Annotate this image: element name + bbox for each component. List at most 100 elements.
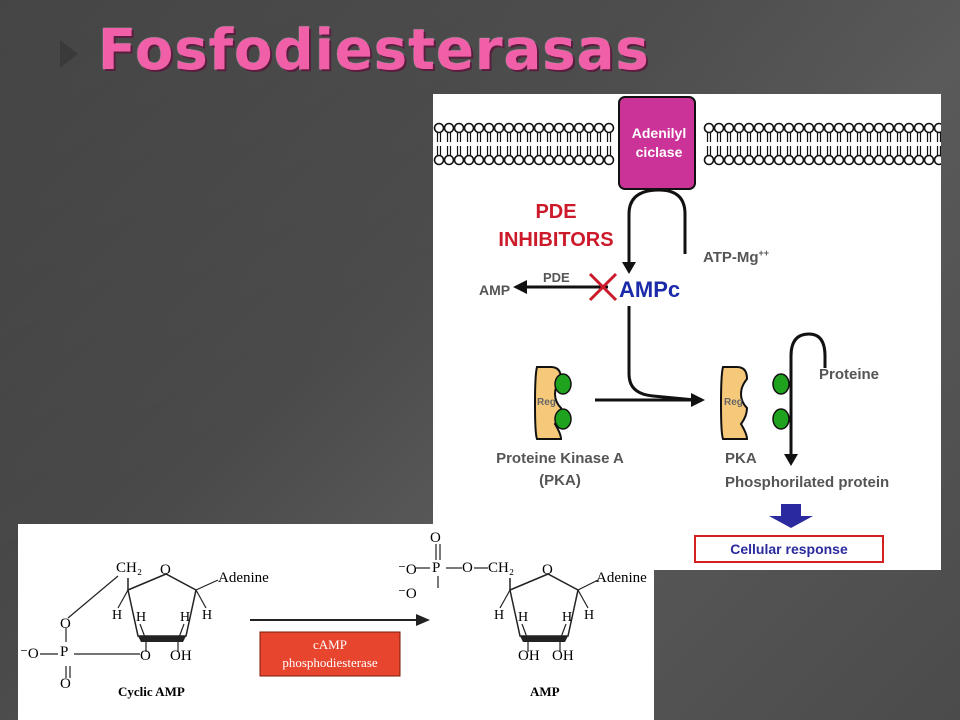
lipid-head [473, 122, 485, 134]
reg-subunit-icon [772, 373, 790, 395]
lipid-head [453, 154, 465, 166]
lipid-head [523, 154, 535, 166]
lipid-head [563, 154, 575, 166]
lipid-head [603, 122, 615, 134]
lipid-head [893, 122, 905, 134]
lipid-head [903, 122, 915, 134]
lipid-head [843, 122, 855, 134]
h-label: H [584, 608, 595, 623]
cyclic-amp-label: Cyclic AMP [118, 684, 185, 699]
h-label: H [112, 608, 123, 623]
ampc-label: AMPc [619, 277, 681, 302]
lipid-head [723, 154, 735, 166]
lipid-head [863, 122, 875, 134]
arrow-head-down [622, 262, 636, 274]
lipid-head [743, 122, 755, 134]
o-minus-left-label: ⁻O [20, 646, 39, 662]
lipid-head [733, 122, 745, 134]
lipid-head [763, 122, 775, 134]
lipid-head [733, 154, 745, 166]
o-minus-label: ⁻O [398, 586, 417, 602]
lipid-head [833, 122, 845, 134]
reaction-diagram: CH₂ O Adenine H H H H O OH O P ⁻O O Cycl… [18, 524, 654, 720]
lipid-head [863, 154, 875, 166]
h-label: H [518, 610, 529, 625]
slide-title: Fosfodiesterasas [98, 18, 650, 83]
o-label: O [430, 530, 441, 546]
reg-subunit-icon [554, 408, 572, 430]
lipid-head [903, 154, 915, 166]
lipid-head [573, 154, 585, 166]
lipid-head [873, 154, 885, 166]
lipid-head [773, 154, 785, 166]
signaling-svg [433, 96, 941, 563]
oh-left-label: OH [170, 648, 192, 664]
lipid-head [783, 122, 795, 134]
lipid-head [603, 154, 615, 166]
cellular-response-label: Cellular response [730, 541, 848, 557]
o-minus-label: ⁻O [398, 562, 417, 578]
lipid-head [823, 122, 835, 134]
h-label: H [202, 608, 213, 623]
h-label: H [180, 610, 191, 625]
lipid-head [703, 122, 715, 134]
lipid-head [463, 154, 475, 166]
adenylyl-cyclase-label: Adenilyl ciclase [631, 125, 687, 160]
lipid-head [433, 122, 445, 134]
lipid-head [503, 154, 515, 166]
ring-o-right-label: O [542, 562, 553, 578]
lipid-head [523, 122, 535, 134]
h-label: H [136, 610, 147, 625]
lipid-head [713, 122, 725, 134]
lipid-head [813, 122, 825, 134]
o-label: O [60, 616, 71, 632]
lipid-head [853, 122, 865, 134]
atp-label: ATP-Mg++ [703, 248, 770, 266]
ampc-to-pka-arrow [627, 306, 696, 402]
lipid-head [583, 154, 595, 166]
pka-right-body [719, 366, 749, 440]
cell-membrane [433, 122, 941, 166]
ch2-right-label: CH₂ [488, 560, 515, 576]
lipid-head [483, 122, 495, 134]
lipid-head [843, 154, 855, 166]
lipid-head [793, 154, 805, 166]
lipid-head [493, 122, 505, 134]
lipid-head [883, 122, 895, 134]
adenine-right-label: Adenine [596, 570, 647, 586]
phosphorilated-protein-label: Phosphorilated protein [725, 474, 890, 491]
lipid-head [443, 154, 455, 166]
lipid-head [723, 122, 735, 134]
ribose-ring-left [127, 573, 197, 637]
lipid-head [773, 122, 785, 134]
arrow-head-down [784, 454, 798, 466]
lipid-head [593, 122, 605, 134]
lipid-head [433, 154, 445, 166]
lipid-head [933, 122, 941, 134]
phosphodiesterase-box [259, 631, 401, 677]
lipid-head [513, 122, 525, 134]
lipid-head [793, 122, 805, 134]
lipid-head [483, 154, 495, 166]
lipid-head [873, 122, 885, 134]
reg-subunit-icon [772, 408, 790, 430]
ch2-left-label: CH₂ [116, 560, 143, 576]
pde-label: PDE [543, 270, 570, 285]
lipid-head [513, 154, 525, 166]
lipid-head [473, 154, 485, 166]
arrow-head-left [513, 280, 527, 294]
lipid-head [583, 122, 595, 134]
ribose-ring-right [509, 573, 579, 637]
oh-right-label: OH [518, 648, 540, 664]
lipid-head [813, 154, 825, 166]
amp-label: AMP [479, 282, 511, 298]
reaction-svg [40, 544, 599, 678]
phosphodiesterase-label: cAMP phosphodiesterase [282, 637, 378, 670]
lipid-head [553, 154, 565, 166]
lipid-head [853, 154, 865, 166]
lipid-head [553, 122, 565, 134]
pka-right-label: PKA [725, 450, 757, 467]
cellular-response-box [694, 535, 884, 563]
reg-label-right: Reg [724, 397, 743, 408]
lipid-head [573, 122, 585, 134]
